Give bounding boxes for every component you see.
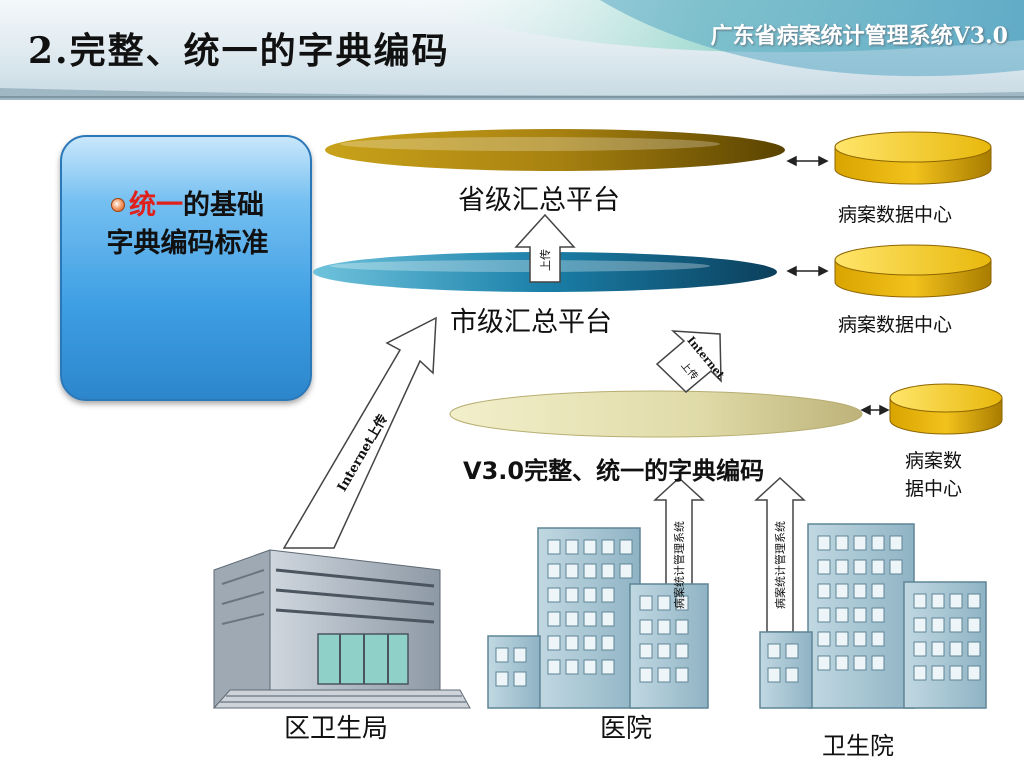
data-center-label-3: 病案数 据中心	[905, 447, 962, 503]
data-center-cylinder-3	[889, 383, 1003, 435]
data-center-label-3-line2: 据中心	[905, 478, 963, 500]
upload-arrow-district-to-city	[282, 316, 437, 549]
data-center-label-2: 病案数据中心	[838, 314, 953, 336]
data-center-cylinder-1	[834, 131, 992, 185]
province-platform-disc	[325, 129, 785, 171]
upload-arrow-city-to-province	[514, 213, 576, 283]
bullet-icon	[111, 198, 125, 212]
system-label-clinic: 病案统计管理系统	[773, 521, 787, 609]
district-bureau-label: 区卫生局	[284, 714, 389, 744]
province-platform-label: 省级汇总平台	[458, 185, 620, 216]
app-name: 广东省病案统计管理系统V3.0	[710, 23, 1008, 49]
upload-arrow-v3-to-city	[655, 330, 722, 394]
data-center-label-3-line1: 病案数	[905, 450, 963, 472]
header-decoration	[0, 0, 1024, 100]
header-bar: 2.完整、统一的字典编码 广东省病案统计管理系统V3.0	[0, 0, 1024, 100]
clinic-label: 卫生院	[822, 732, 894, 760]
data-center-label-1: 病案数据中心	[838, 204, 953, 226]
link-arrows	[786, 155, 890, 416]
system-arrow-clinic	[754, 476, 806, 633]
data-center-cylinder-2	[834, 244, 992, 298]
city-platform-label: 市级汇总平台	[450, 307, 612, 338]
side-note-line2: 字典编码标准	[106, 228, 269, 259]
district-bureau-building	[212, 549, 471, 709]
side-note-highlight: 统一	[129, 190, 183, 221]
side-note-line1: 的基础	[183, 190, 264, 221]
side-note-text: 统一的基础 字典编码标准	[80, 187, 295, 263]
v3-platform-label: V3.0完整、统一的字典编码	[463, 457, 765, 485]
system-label-hospital: 病案统计管理系统	[672, 521, 686, 609]
side-note-box: 统一的基础 字典编码标准	[60, 135, 312, 401]
hospital-building	[487, 527, 709, 709]
hospital-label: 医院	[600, 714, 653, 744]
page-title: 2.完整、统一的字典编码	[28, 30, 450, 72]
clinic-building	[759, 523, 987, 709]
upload-label: 上传	[539, 249, 552, 271]
v3-platform-disc	[449, 390, 863, 438]
